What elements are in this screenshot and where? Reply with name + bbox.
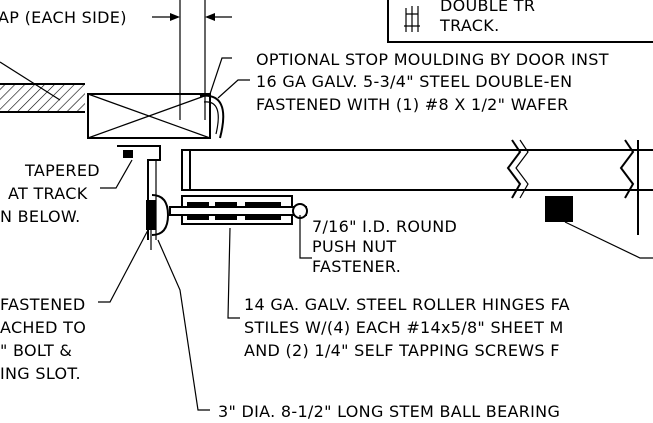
fastened-label-3: " BOLT & — [0, 341, 72, 360]
box-text-2: TRACK. — [439, 16, 499, 35]
wood-blocking — [87, 93, 225, 139]
legend-box — [387, 0, 653, 43]
ga14-label-3: AND (2) 1/4" SELF TAPPING SCREWS F — [244, 341, 560, 360]
tapered-label-3: N BELOW. — [0, 207, 81, 226]
ga14-label-2: STILES W/(4) EACH #14x5/8" SHEET M — [244, 318, 564, 337]
bearing-label: 3" DIA. 8-1/2" LONG STEM BALL BEARING — [218, 402, 560, 421]
pushnut-label-3: FASTENER. — [312, 257, 401, 276]
leader-lines — [98, 57, 653, 411]
fastened-label-2: ACHED TO — [0, 318, 86, 337]
gap-dimension — [152, 0, 232, 120]
pushnut-label-1: 7/16" I.D. ROUND — [312, 217, 457, 236]
ga16-label-1: 16 GA GALV. 5-3/4" STEEL DOUBLE-EN — [256, 72, 572, 91]
ball-bearing-roller — [146, 194, 170, 250]
pushnut-label-2: PUSH NUT — [312, 237, 397, 256]
callout-labels: AP (EACH SIDE) DOUBLE TR TRACK. OPTIONAL… — [0, 0, 609, 421]
fastened-label-1: FASTENED — [0, 295, 86, 314]
hinge-right — [545, 196, 573, 222]
roller-hinges — [169, 195, 573, 225]
fastened-label-4: ING SLOT. — [0, 364, 81, 383]
break-line-1 — [506, 139, 522, 199]
stop-moulding-label: OPTIONAL STOP MOULDING BY DOOR INST — [256, 50, 609, 69]
ga14-label-1: 14 GA. GALV. STEEL ROLLER HINGES FA — [244, 295, 570, 314]
tapered-label-2: AT TRACK — [8, 184, 88, 203]
ga16-label-2: FASTENED WITH (1) #8 X 1/2" WAFER — [256, 95, 569, 114]
track-icon — [404, 6, 420, 32]
break-line-2 — [619, 139, 635, 199]
tapered-label-1: TAPERED — [24, 161, 100, 180]
jamb-hatch — [0, 61, 85, 113]
box-text-1: DOUBLE TR — [440, 0, 535, 15]
gap-label: AP (EACH SIDE) — [0, 8, 127, 27]
door-panel — [181, 139, 653, 235]
